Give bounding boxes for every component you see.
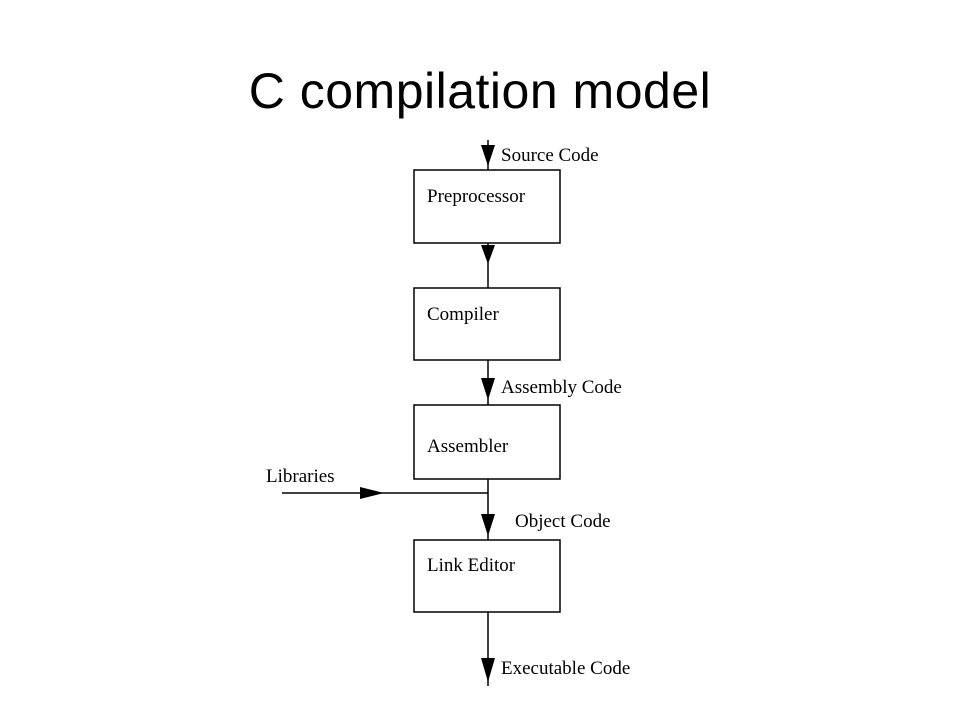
assembler-label: Assembler xyxy=(427,436,509,457)
compiler-label: Compiler xyxy=(427,304,499,325)
libraries-label: Libraries xyxy=(266,466,335,487)
compiler-to-assembler-arrow xyxy=(481,378,495,400)
libraries-arrow xyxy=(360,487,384,499)
preprocessor-box xyxy=(413,169,561,244)
compiler-box xyxy=(413,287,561,361)
link-editor-box xyxy=(413,539,561,613)
link-editor-label: Link Editor xyxy=(427,555,516,576)
object-code-label: Object Code xyxy=(515,511,611,532)
source-code-arrow xyxy=(481,145,495,166)
assembler-box xyxy=(413,404,561,480)
assembly-code-label: Assembly Code xyxy=(501,377,622,398)
slide-title: C compilation model xyxy=(248,63,712,119)
object-code-arrow xyxy=(481,514,495,536)
executable-code-arrow xyxy=(481,658,495,682)
source-code-label: Source Code xyxy=(501,145,599,166)
executable-code-label: Executable Code xyxy=(501,658,630,679)
preprocessor-to-compiler-arrow xyxy=(481,245,495,264)
preprocessor-label: Preprocessor xyxy=(427,186,526,207)
